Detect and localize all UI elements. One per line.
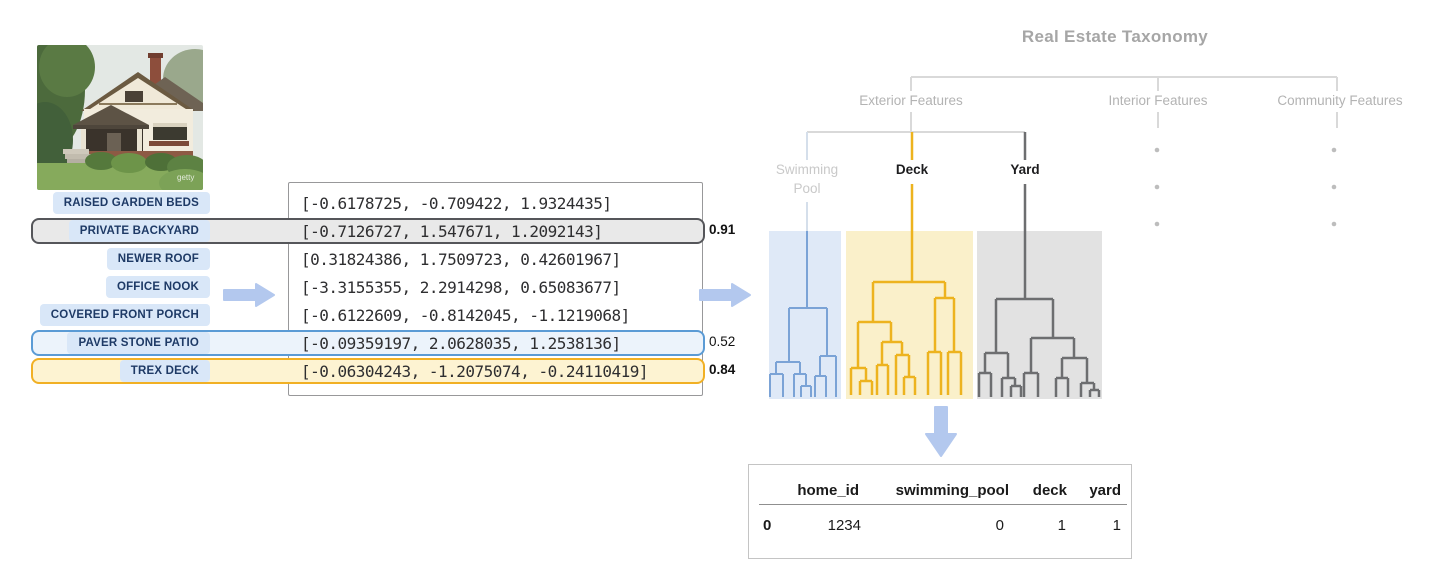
embedding-vector-row: [-0.7126727, 1.547671, 1.2092143] [301,222,603,241]
table-row-index: 0 [763,517,772,534]
taxonomy-title: Real Estate Taxonomy [1021,27,1209,46]
feature-label-office-nook: OFFICE NOOK [105,276,210,298]
branch-label-interior-features: Interior Features [1108,93,1208,108]
embedding-vector-row: [-3.3155355, 2.2914298, 0.65083677] [301,278,621,297]
table-cell-swimming-pool: 0 [995,517,1004,534]
arrow-embeddings-to-taxonomy [699,283,751,307]
table-cell-home-id: 1234 [827,517,861,534]
taxonomy-top-bracket [807,76,1338,133]
table-header-divider [759,504,1127,505]
deck-dendrogram [849,132,963,395]
feature-label-paver-stone-patio: PAVER STONE PATIO [67,332,210,354]
embedding-vector-row: [-0.09359197, 2.0628035, 1.2538136] [301,334,621,353]
similarity-score-trex-deck: 0.84 [709,362,736,377]
output-table: home_id swimming_pool deck yard 0 1234 0… [748,464,1132,559]
swimming-pool-dendrogram [769,231,837,397]
table-cell-yard: 1 [1112,517,1121,534]
embedding-vector-row: [-0.6122609, -0.8142045, -1.1219068] [301,306,630,325]
feature-label-newer-roof: NEWER ROOF [106,248,210,270]
table-cell-deck: 1 [1057,517,1066,534]
embedding-vector-row: [-0.06304243, -1.2075074, -0.24110419] [301,362,649,381]
feature-label-covered-front-porch: COVERED FRONT PORCH [39,304,210,326]
similarity-score-private-backyard: 0.91 [709,222,736,237]
table-header-home-id: home_id [797,482,859,499]
child-label-yard: Yard [1010,162,1040,177]
ellipsis-dots [1154,147,1337,227]
photo-watermark: getty [177,173,195,182]
house-photo: getty [37,45,203,190]
similarity-score-paver-stone-patio: 0.52 [709,334,736,349]
house-illustration [37,45,203,190]
yard-dendrogram [977,132,1101,397]
child-label-swimming-pool: Swimming Pool [775,162,839,196]
table-header-swimming-pool: swimming_pool [895,482,1009,499]
table-header-yard: yard [1089,482,1121,499]
child-label-deck: Deck [895,162,929,177]
swimming-pool-cluster-region [769,231,841,399]
arrow-taxonomy-to-table [925,406,957,457]
arrow-labels-to-embeddings [223,283,275,307]
feature-label-trex-deck: TREX DECK [119,360,210,382]
feature-label-private-backyard: PRIVATE BACKYARD [68,220,210,242]
embedding-vector-row: [0.31824386, 1.7509723, 0.42601967] [301,250,621,269]
branch-label-exterior-features: Exterior Features [859,93,963,108]
table-header-deck: deck [1032,482,1067,499]
feature-label-raised-garden-beds: RAISED GARDEN BEDS [52,192,210,214]
yard-cluster-region [977,231,1102,399]
branch-label-community-features: Community Features [1277,93,1403,108]
taxonomy-dendrogram [769,76,1338,399]
embedding-vector-row: [-0.6178725, -0.709422, 1.9324435] [301,194,612,213]
